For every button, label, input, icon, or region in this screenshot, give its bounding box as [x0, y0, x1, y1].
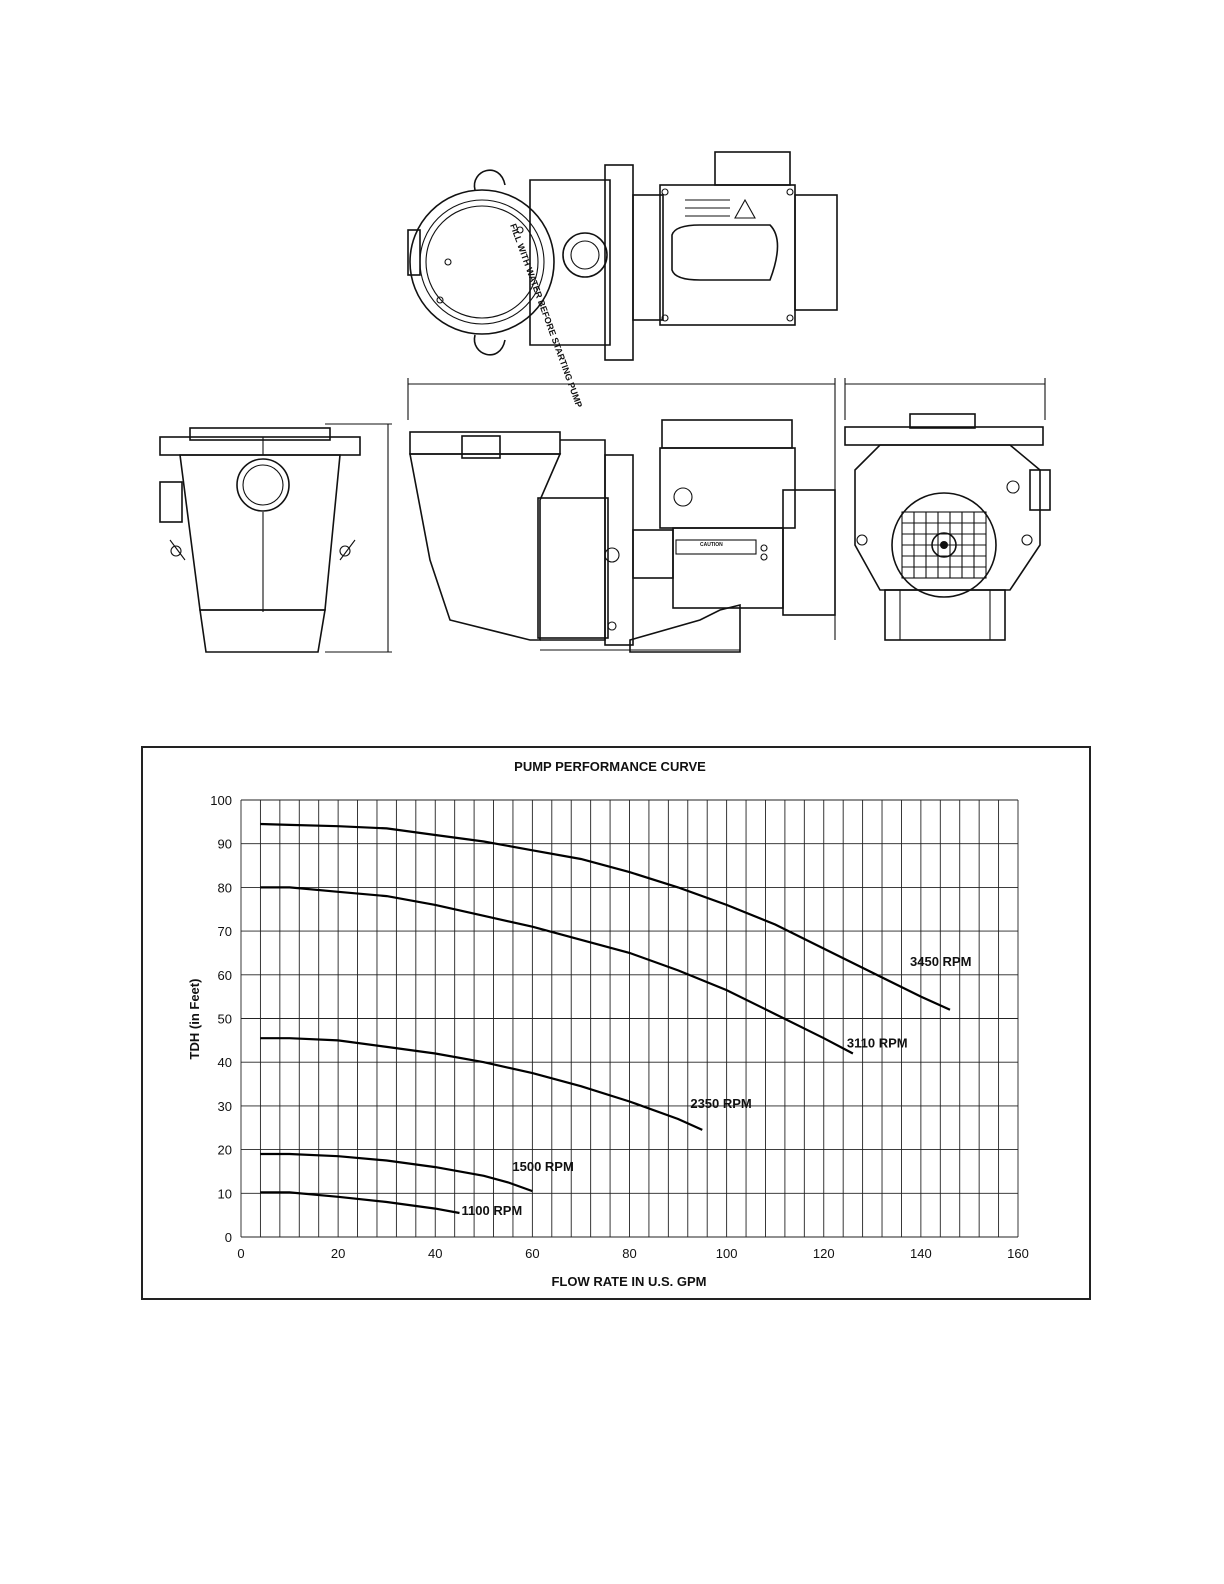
series-line-2350-rpm [260, 1038, 702, 1130]
y-tick-label: 70 [218, 924, 232, 939]
x-tick-label: 140 [910, 1246, 932, 1261]
series-line-1100-rpm [260, 1192, 459, 1213]
y-tick-label: 50 [218, 1012, 232, 1027]
x-tick-label: 0 [237, 1246, 244, 1261]
performance-chart: PUMP PERFORMANCE CURVE FLOW RATE IN U.S.… [141, 746, 1091, 1300]
y-tick-label: 60 [218, 968, 232, 983]
x-tick-label: 120 [813, 1246, 835, 1261]
x-tick-label: 20 [331, 1246, 345, 1261]
y-tick-label: 30 [218, 1099, 232, 1114]
series-line-3450-rpm [260, 824, 950, 1010]
pump-front-view [160, 428, 360, 652]
dimension-lines [325, 378, 1045, 652]
series-line-3110-rpm [260, 887, 853, 1053]
x-tick-label: 160 [1007, 1246, 1029, 1261]
x-tick-label: 100 [716, 1246, 738, 1261]
series-label: 1100 RPM [462, 1203, 523, 1218]
y-tick-label: 20 [218, 1143, 232, 1158]
y-tick-label: 10 [218, 1186, 232, 1201]
x-tick-label: 80 [622, 1246, 636, 1261]
chart-title: PUMP PERFORMANCE CURVE [514, 759, 706, 774]
caution-label: CAUTION [700, 542, 723, 548]
pump-drawings: FILL WITH WATER BEFORE STARTING PUMP [0, 0, 1224, 700]
y-tick-label: 40 [218, 1055, 232, 1070]
x-tick-label: 60 [525, 1246, 539, 1261]
x-tick-label: 40 [428, 1246, 442, 1261]
series-label: 2350 RPM [690, 1096, 751, 1111]
pump-side-view: CAUTION [410, 420, 835, 652]
y-tick-label: 80 [218, 880, 232, 895]
chart-ticks: 0 20 40 60 80 100 120 140 160 0 10 20 30 40 50 60 70 80 90… [210, 793, 1029, 1261]
pump-top-view: FILL WITH WATER BEFORE STARTING PUMP [408, 152, 837, 409]
series-label: 3450 RPM [910, 954, 971, 969]
chart-series: 3450 RPM 3110 RPM 2350 RPM 1500 RPM 1100 RPM [260, 824, 971, 1218]
series-label: 3110 RPM [847, 1035, 908, 1050]
series-label: 1500 RPM [512, 1159, 573, 1174]
x-axis-label: FLOW RATE IN U.S. GPM [551, 1274, 706, 1289]
lid-warning-label: FILL WITH WATER BEFORE STARTING PUMP [508, 222, 584, 409]
y-tick-label: 100 [210, 793, 232, 808]
y-tick-label: 0 [225, 1230, 232, 1245]
y-tick-label: 90 [218, 837, 232, 852]
chart-grid [241, 800, 1018, 1237]
y-axis-label: TDH (in Feet) [187, 979, 202, 1060]
pump-rear-view [845, 414, 1050, 640]
